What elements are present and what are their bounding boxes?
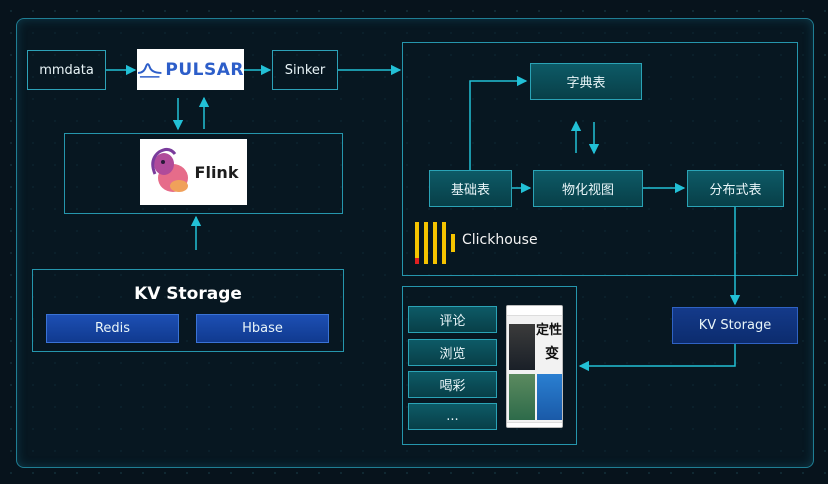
flink-region: [64, 133, 343, 214]
dict-table-node: 字典表: [530, 63, 642, 100]
sinker-label: Sinker: [284, 62, 326, 78]
hbase-label: Hbase: [242, 321, 283, 336]
sinker-node: Sinker: [272, 50, 338, 90]
app-region: [402, 286, 577, 445]
clickhouse-logo-icon: [415, 222, 455, 264]
phone-photo-1: [509, 324, 535, 370]
feature-more-label: ...: [446, 409, 459, 424]
materialized-view-node: 物化视图: [533, 170, 643, 207]
flink-squirrel-icon: [150, 147, 188, 192]
clickhouse-brand-label: Clickhouse: [462, 232, 538, 248]
base-table-node: 基础表: [429, 170, 512, 207]
kv-storage-right-label: KV Storage: [698, 318, 772, 333]
distributed-table-label: 分布式表: [709, 183, 762, 198]
phone-photo-3: [537, 374, 562, 420]
kv-storage-left-title: KV Storage: [134, 284, 242, 304]
flink-logo: Flink: [140, 139, 247, 205]
materialized-view-label: 物化视图: [561, 183, 614, 198]
base-table-label: 基础表: [450, 183, 490, 198]
mmdata-label: mmdata: [39, 62, 94, 78]
redis-label: Redis: [94, 321, 131, 336]
feature-browse-label: 浏览: [439, 347, 466, 362]
distributed-table-node: 分布式表: [687, 170, 784, 207]
feature-more: ...: [408, 403, 497, 430]
redis-node: Redis: [46, 314, 179, 343]
phone-nav-bar: [507, 422, 562, 427]
phone-text-1: 定性: [536, 323, 563, 338]
hbase-node: Hbase: [196, 314, 329, 343]
flink-logo-text: Flink: [194, 162, 239, 182]
kv-storage-right-node: KV Storage: [672, 307, 798, 344]
feature-comment: 评论: [408, 306, 497, 333]
feature-browse: 浏览: [408, 339, 497, 366]
phone-screenshot: 定性 变: [506, 305, 563, 428]
arrow-base-to-dict: [469, 75, 528, 170]
arrow-kv-to-app: [578, 344, 736, 372]
phone-text-2: 变: [545, 346, 559, 362]
feature-comment-label: 评论: [439, 314, 466, 329]
feature-cheer: 喝彩: [408, 371, 497, 398]
phone-status-bar: [507, 306, 562, 316]
dict-table-label: 字典表: [566, 76, 606, 91]
feature-cheer-label: 喝彩: [439, 379, 466, 394]
pulsar-icon: [137, 62, 162, 78]
phone-photo-2: [509, 374, 535, 420]
pulsar-logo: PULSAR: [137, 49, 244, 90]
clickhouse-region: [402, 42, 798, 276]
pulsar-logo-text: PULSAR: [165, 59, 244, 80]
kv-storage-left-region: [32, 269, 344, 352]
mmdata-node: mmdata: [27, 50, 106, 90]
